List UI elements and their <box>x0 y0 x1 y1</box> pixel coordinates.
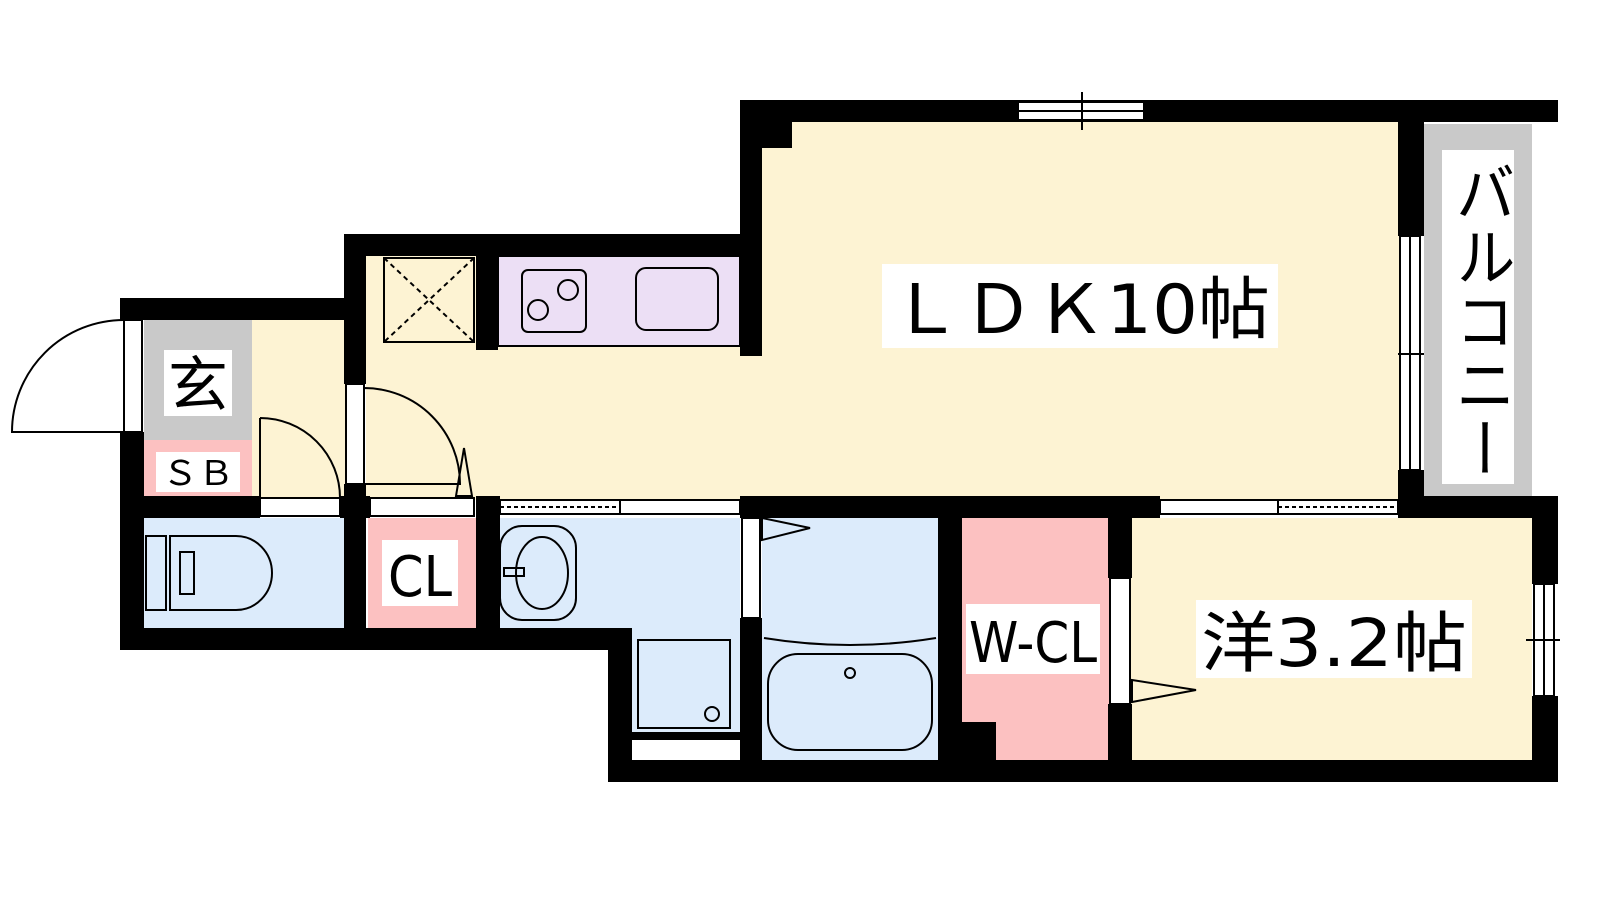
walk-in-closet-label: W-CL <box>969 611 1097 676</box>
bath-door-sill <box>741 517 761 619</box>
entrance-door-arc <box>10 319 125 433</box>
wall <box>632 732 742 740</box>
balcony-label-bg <box>1442 150 1514 484</box>
wall <box>120 432 144 650</box>
wcl-label-bg <box>966 604 1100 674</box>
kitchen-sink <box>635 267 719 331</box>
entrance-label: 玄 <box>168 351 228 421</box>
closet-label: CL <box>388 545 452 610</box>
ldk-label: ＬＤＫ10帖 <box>890 271 1270 350</box>
wall <box>120 496 260 518</box>
bathtub-edge <box>763 637 937 646</box>
toilet-door-sill <box>259 497 341 517</box>
wall <box>476 496 500 650</box>
bath-drain-icon <box>844 667 856 679</box>
wall <box>120 628 632 650</box>
faucet <box>503 567 525 577</box>
swing-doors <box>10 319 1197 704</box>
wall <box>740 100 792 148</box>
fixtures <box>145 255 937 751</box>
toilet-seat-base <box>179 551 195 595</box>
wall <box>1108 496 1132 578</box>
wall <box>120 298 144 320</box>
bath-folding-door <box>761 516 811 542</box>
wall <box>608 628 632 782</box>
wall <box>1398 100 1424 236</box>
wall <box>938 496 962 782</box>
shoe-box-label: ＳＢ <box>162 454 234 494</box>
sb-label-bg <box>156 452 240 492</box>
wall <box>344 234 762 256</box>
wall <box>1398 470 1424 518</box>
wall <box>1398 496 1558 518</box>
ldk-label-bg <box>882 264 1278 348</box>
wall <box>740 100 1558 122</box>
drain-icon <box>704 706 720 722</box>
wcl-door-sill <box>1109 577 1131 705</box>
western-room-label: 洋3.2帖 <box>1201 605 1467 682</box>
hall-floor <box>252 320 348 498</box>
bathroom-floor <box>762 518 938 760</box>
windows <box>1017 92 1560 697</box>
wall <box>1532 100 1558 118</box>
wall <box>340 496 370 518</box>
wall <box>344 484 366 650</box>
sliding-doors <box>123 319 1399 705</box>
cl-label-bg <box>382 540 458 606</box>
wall <box>476 256 498 350</box>
stove <box>521 269 587 333</box>
balcony-label: バルコニー <box>1445 160 1515 480</box>
wall <box>740 618 762 782</box>
burner-icon <box>527 299 549 321</box>
entrance-door-sill <box>123 319 143 433</box>
bathtub <box>767 653 933 751</box>
toilet-tank <box>145 535 167 611</box>
washing-machine-space <box>637 639 731 729</box>
wall <box>608 760 1558 782</box>
wash-basin <box>499 525 577 621</box>
wall <box>740 100 762 356</box>
wall <box>1532 496 1558 584</box>
fridge-space <box>383 257 475 343</box>
wall <box>1108 704 1132 782</box>
wcl-folding-door <box>1131 678 1197 704</box>
toilet-floor <box>144 518 344 628</box>
toilet-door-arc <box>259 417 342 499</box>
entrance-label-bg <box>164 350 232 416</box>
basin-bowl <box>515 536 569 610</box>
western-label-bg <box>1196 600 1472 678</box>
washroom-floor <box>498 518 740 740</box>
wall <box>962 722 996 782</box>
closet-door-sill <box>369 497 475 517</box>
closet-folding-door <box>454 447 474 497</box>
wall <box>120 298 366 320</box>
toilet-bowl <box>169 535 273 611</box>
walls <box>120 100 1558 782</box>
burner-icon <box>557 279 579 301</box>
hall-door-sill <box>345 383 365 485</box>
